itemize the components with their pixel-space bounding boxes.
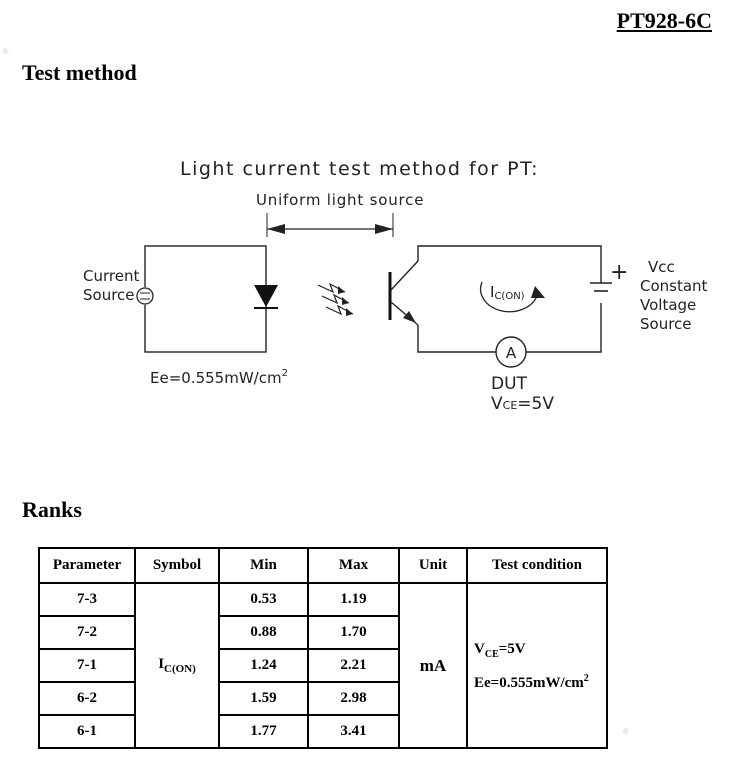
min-cell: 0.53 (218, 582, 309, 617)
table-row: 6-2 1.59 2.98 (38, 681, 607, 716)
current-source-label-2: Source (83, 286, 135, 304)
test-circuit-diagram: Light current test method for PT: Unifor… (83, 158, 708, 414)
header-cell: Unit (398, 547, 468, 584)
test-condition-cell: VCE=5V Ee=0.555mW/cm2 (466, 582, 608, 749)
led-diode-icon (254, 285, 278, 307)
ic-label: IC(ON) (490, 283, 525, 302)
plus-sign: + (610, 260, 628, 285)
table-row: 7-1 1.24 2.21 (38, 648, 607, 683)
max-cell: 3.41 (307, 714, 400, 749)
parameter-cell: 7-3 (38, 582, 136, 617)
light-rays-icon (317, 282, 354, 316)
min-cell: 0.88 (218, 615, 309, 650)
vcc-label-3: Voltage (640, 296, 696, 314)
span-arrow-left (267, 224, 285, 234)
section-title-test-method: Test method (22, 60, 137, 85)
vcc-label-1: Vcc (648, 258, 675, 276)
symbol-cell: IC(ON) (134, 582, 220, 749)
unit-cell: mA (398, 582, 468, 749)
span-arrow-right (375, 224, 393, 234)
header-cell: Parameter (38, 547, 136, 584)
table-header-row: Parameter Symbol Min Max Unit Test condi… (38, 547, 608, 584)
current-loop-arrow (479, 281, 538, 313)
current-source-icon (136, 287, 154, 305)
max-cell: 1.19 (307, 582, 400, 617)
min-cell: 1.77 (218, 714, 309, 749)
uniform-light-label: Uniform light source (256, 191, 424, 209)
vcc-label-4: Source (640, 315, 692, 333)
led-circuit-loop (144, 245, 267, 353)
max-cell: 2.21 (307, 648, 400, 683)
parameter-cell: 6-1 (38, 714, 136, 749)
phototransistor-collector (390, 260, 419, 291)
header-cell: Max (307, 547, 400, 584)
ammeter-label: A (506, 344, 517, 362)
parameter-cell: 7-2 (38, 615, 136, 650)
dut-label: DUT (491, 374, 528, 394)
diagram-title: Light current test method for PT: (180, 158, 539, 180)
irradiance-label: Ee=0.555mW/cm2 (150, 368, 288, 387)
ammeter-icon (495, 336, 527, 368)
table-row: 7-2 0.88 1.70 (38, 615, 607, 650)
max-cell: 1.70 (307, 615, 400, 650)
section-title-ranks: Ranks (22, 497, 82, 522)
vcc-label-2: Constant (640, 277, 708, 295)
table-row: 7-3 IC(ON) 0.53 1.19 mA VCE=5V Ee=0.555m… (38, 582, 608, 749)
current-source-label-1: Current (83, 267, 139, 285)
min-cell: 1.24 (218, 648, 309, 683)
vce-label: VCE=5V (491, 394, 554, 414)
table-row: 6-1 1.77 3.41 (38, 714, 607, 749)
parameter-cell: 6-2 (38, 681, 136, 716)
header-cell: Test condition (466, 547, 608, 584)
watermark-bottom: • (614, 718, 639, 747)
parameter-cell: 7-1 (38, 648, 136, 683)
max-cell: 2.98 (307, 681, 400, 716)
ranks-table: Parameter Symbol Min Max Unit Test condi… (38, 547, 608, 749)
min-cell: 1.59 (218, 681, 309, 716)
header-cell: Min (218, 547, 309, 584)
header-cell: Symbol (134, 547, 220, 584)
part-number: PT928-6C (616, 8, 712, 33)
